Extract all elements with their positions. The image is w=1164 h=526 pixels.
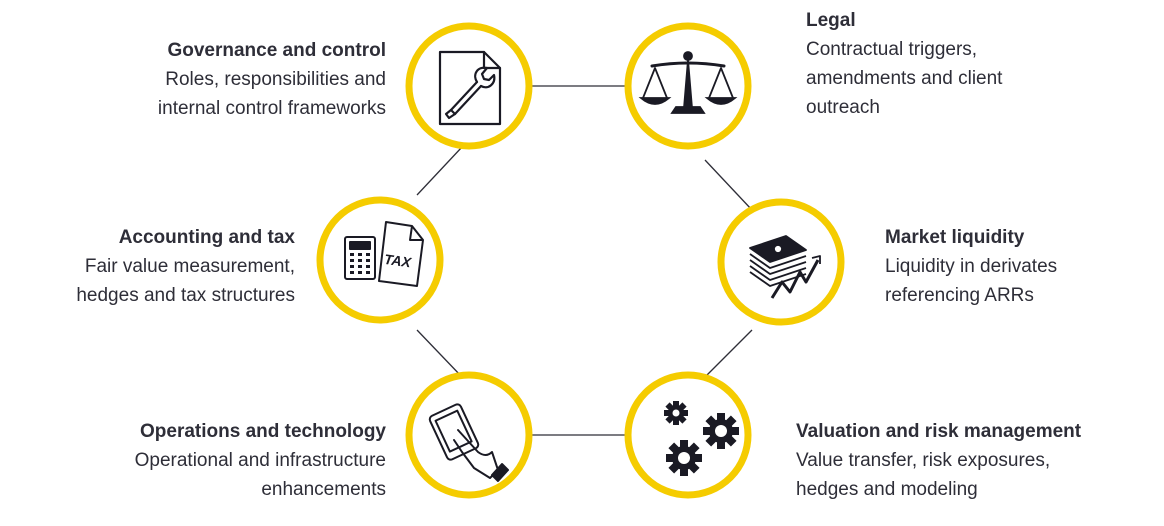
desc-accounting-2: hedges and tax structures — [76, 285, 295, 306]
label-legal: Legal Contractual triggers, amendments a… — [806, 6, 1002, 122]
title-governance: Governance and control — [167, 40, 386, 61]
calculator-tax-icon — [344, 221, 424, 287]
desc-operations-1: Operational and infrastructure — [134, 450, 386, 471]
desc-valuation-1: Value transfer, risk exposures, — [796, 450, 1051, 471]
circle-valuation — [624, 371, 752, 499]
connector-accounting-governance — [416, 146, 463, 196]
circle-liquidity — [717, 198, 845, 326]
desc-liquidity-2: referencing ARRs — [885, 285, 1034, 306]
label-valuation: Valuation and risk management Value tran… — [796, 417, 1081, 504]
desc-valuation-2: hedges and modeling — [796, 479, 978, 500]
title-liquidity: Market liquidity — [885, 227, 1025, 248]
desc-liquidity-1: Liquidity in derivates — [885, 256, 1058, 277]
circle-accounting — [316, 196, 444, 324]
desc-governance-1: Roles, responsibilities and — [165, 69, 386, 90]
connector-lines — [416, 85, 753, 436]
circle-governance — [405, 22, 533, 150]
money-chart-icon — [749, 235, 821, 299]
desc-accounting-1: Fair value measurement, — [84, 256, 295, 277]
scales-icon — [638, 51, 738, 114]
label-accounting: Accounting and tax Fair value measuremen… — [76, 223, 295, 310]
connector-operations-accounting — [416, 329, 463, 378]
title-valuation: Valuation and risk management — [796, 421, 1082, 442]
tablet-touch-icon — [428, 403, 509, 482]
connector-liquidity-valuation — [704, 329, 753, 378]
desc-legal-1: Contractual triggers, — [806, 39, 978, 60]
document-wrench-icon — [438, 50, 502, 126]
desc-legal-3: outreach — [806, 97, 880, 118]
desc-governance-2: internal control frameworks — [157, 98, 386, 119]
label-liquidity: Market liquidity Liquidity in derivates … — [885, 223, 1057, 310]
connector-legal-liquidity — [704, 159, 753, 211]
desc-legal-2: amendments and client — [806, 68, 1003, 89]
label-governance: Governance and control Roles, responsibi… — [158, 36, 386, 123]
title-accounting: Accounting and tax — [118, 227, 295, 248]
title-legal: Legal — [806, 10, 856, 31]
desc-operations-2: enhancements — [261, 479, 386, 500]
label-operations: Operations and technology Operational an… — [135, 417, 386, 504]
gears-icon — [664, 401, 739, 476]
title-operations: Operations and technology — [140, 421, 386, 442]
tax-label: TAX — [383, 251, 414, 271]
